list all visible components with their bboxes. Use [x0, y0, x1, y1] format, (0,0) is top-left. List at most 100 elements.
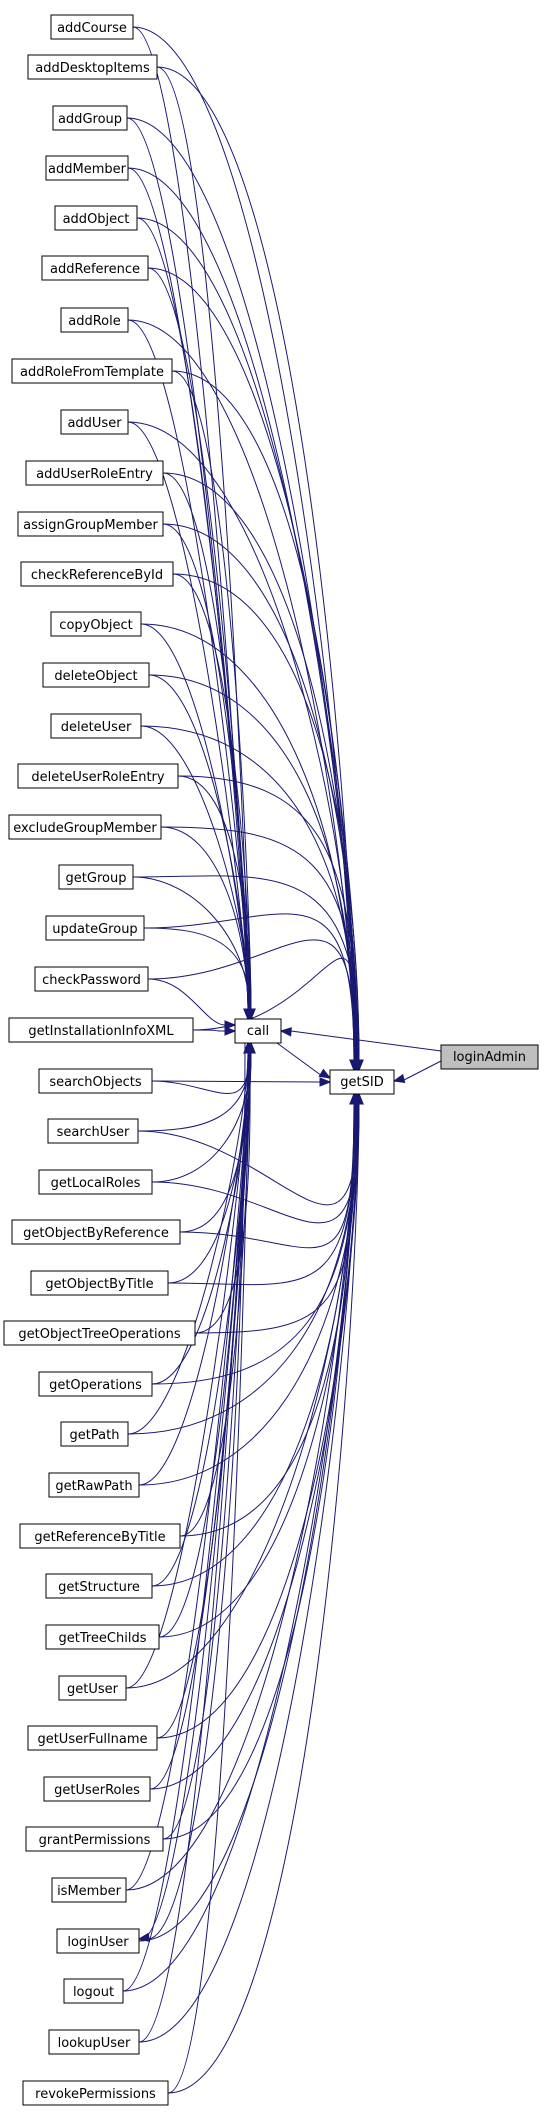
node-searchobjects-label: searchObjects	[49, 1075, 142, 1090]
node-deleteuserroleentry[interactable]: deleteUserRoleEntry	[17, 763, 179, 789]
arrow-revokepermissions-getsid	[354, 1092, 364, 1105]
edge-addmember-getsid	[127, 167, 358, 1061]
node-searchobjects[interactable]: searchObjects	[38, 1068, 153, 1094]
node-getsid-label: getSID	[340, 1075, 383, 1090]
node-adddesktopitems[interactable]: addDesktopItems	[27, 54, 158, 80]
edge-getinstallationinfoxml-getsid	[192, 957, 357, 1061]
edge-checkpassword-call	[147, 978, 226, 1026]
node-getreferencebytitle-label: getReferenceByTitle	[34, 1530, 165, 1545]
node-getrawpath[interactable]: getRawPath	[48, 1472, 140, 1498]
node-addgroup[interactable]: addGroup	[52, 105, 128, 131]
edge-adduser-getsid	[127, 421, 357, 1061]
node-getobjectbyreference-label: getObjectByReference	[23, 1226, 169, 1241]
node-logout[interactable]: logout	[63, 1978, 124, 2004]
node-copyobject[interactable]: copyObject	[50, 611, 142, 637]
edge-adduser-call	[127, 421, 249, 1010]
node-addmember[interactable]: addMember	[45, 155, 129, 181]
edge-getuser-call	[125, 1052, 250, 1689]
node-grantpermissions[interactable]: grantPermissions	[25, 1826, 164, 1852]
node-gettreechilds-label: getTreeChilds	[59, 1631, 147, 1646]
edge-checkreferencebyid-getsid	[172, 573, 360, 1061]
node-revokepermissions[interactable]: revokePermissions	[22, 2080, 169, 2106]
node-addcourse[interactable]: addCourse	[50, 14, 134, 40]
node-getpath-label: getPath	[70, 1428, 120, 1443]
node-getgroup[interactable]: getGroup	[58, 864, 134, 890]
node-adduser[interactable]: addUser	[60, 409, 129, 435]
node-assigngroupmember[interactable]: assignGroupMember	[17, 511, 164, 537]
node-addrole-label: addRole	[68, 314, 120, 329]
edge-call-getsid	[276, 1042, 323, 1077]
edge-excludegroupmember-call	[160, 826, 249, 1010]
node-getuserroles-label: getUserRoles	[54, 1783, 140, 1798]
edge-deleteobject-call	[148, 674, 250, 1010]
edge-ismember-getsid	[125, 1103, 356, 1891]
arrow-revokepermissions-call	[244, 1041, 254, 1054]
node-getuserroles[interactable]: getUserRoles	[43, 1776, 151, 1802]
edge-getrawpath-getsid	[138, 1103, 360, 1486]
node-getstructure[interactable]: getStructure	[45, 1573, 153, 1599]
edge-checkreferencebyid-call	[172, 573, 252, 1010]
node-deleteuser[interactable]: deleteUser	[50, 713, 142, 739]
node-checkpassword[interactable]: checkPassword	[34, 966, 149, 992]
node-adduserroleentry[interactable]: addUserRoleEntry	[25, 460, 164, 486]
edge-searchobjects-call	[151, 1052, 250, 1094]
node-addgroup-label: addGroup	[58, 112, 122, 127]
node-addrole[interactable]: addRole	[60, 307, 129, 333]
node-searchuser-label: searchUser	[57, 1125, 130, 1140]
node-ismember[interactable]: isMember	[51, 1877, 127, 1903]
edge-assigngroupmember-getsid	[162, 523, 359, 1061]
edge-getstructure-call	[151, 1052, 252, 1587]
node-getinstallationinfoxml[interactable]: getInstallationInfoXML	[8, 1017, 194, 1043]
arrow-loginadmin-call	[279, 1027, 292, 1037]
edge-addobject-call	[136, 217, 249, 1010]
node-getinstallationinfoxml-label: getInstallationInfoXML	[28, 1024, 174, 1039]
node-addreference[interactable]: addReference	[41, 255, 149, 281]
arrow-call-getsid	[318, 1068, 332, 1079]
node-call[interactable]: call	[234, 1018, 282, 1044]
node-getstructure-label: getStructure	[58, 1580, 140, 1595]
node-checkreferencebyid[interactable]: checkReferenceById	[20, 561, 174, 587]
node-loginuser-label: loginUser	[67, 1935, 129, 1950]
edge-searchuser-call	[137, 1052, 251, 1132]
node-adduserroleentry-label: addUserRoleEntry	[36, 467, 153, 482]
node-updategroup[interactable]: updateGroup	[45, 915, 145, 941]
node-loginadmin-label: loginAdmin	[453, 1050, 526, 1065]
edge-getobjectbytitle-getsid	[167, 1103, 356, 1286]
node-getreferencebytitle[interactable]: getReferenceByTitle	[19, 1523, 181, 1549]
node-getsid[interactable]: getSID	[329, 1069, 395, 1095]
node-getlocalroles[interactable]: getLocalRoles	[38, 1169, 153, 1195]
edge-getuserfullname-getsid	[156, 1103, 359, 1739]
edges-layer	[122, 26, 442, 2094]
node-searchuser[interactable]: searchUser	[47, 1118, 139, 1144]
node-gettreechilds[interactable]: getTreeChilds	[45, 1624, 160, 1650]
edge-getreferencebytitle-getsid	[179, 1103, 355, 1537]
node-loginadmin[interactable]: loginAdmin	[440, 1044, 539, 1070]
node-getpath[interactable]: getPath	[60, 1421, 129, 1447]
node-addobject[interactable]: addObject	[54, 205, 138, 231]
node-loginuser[interactable]: loginUser	[56, 1928, 140, 1954]
arrow-updategroup-call	[245, 1008, 255, 1021]
edge-adduserroleentry-getsid	[162, 472, 358, 1061]
node-excludegroupmember[interactable]: excludeGroupMember	[8, 814, 162, 840]
node-getoperations[interactable]: getOperations	[38, 1371, 153, 1397]
node-lookupuser[interactable]: lookupUser	[48, 2029, 140, 2055]
node-getobjectbyreference[interactable]: getObjectByReference	[11, 1219, 181, 1245]
node-updategroup-label: updateGroup	[52, 922, 137, 937]
node-getuser[interactable]: getUser	[58, 1675, 127, 1701]
node-deleteobject[interactable]: deleteObject	[42, 662, 150, 688]
arrow-call-loginuser	[137, 1932, 151, 1942]
arrow-loginadmin-getsid	[392, 1073, 406, 1084]
arrow-checkpassword-call	[224, 1020, 237, 1030]
node-getuserfullname[interactable]: getUserFullname	[27, 1725, 158, 1751]
edge-getobjectbyreference-getsid	[179, 1103, 355, 1249]
edge-addreference-getsid	[147, 267, 360, 1061]
node-addrolefromtemplate[interactable]: addRoleFromTemplate	[11, 358, 173, 384]
node-logout-label: logout	[73, 1985, 114, 2000]
edge-call-loginuser	[148, 1042, 246, 1940]
node-getobjecttreeoperations-label: getObjectTreeOperations	[18, 1327, 180, 1342]
node-getobjecttreeoperations[interactable]: getObjectTreeOperations	[3, 1320, 196, 1346]
node-getobjectbytitle[interactable]: getObjectByTitle	[30, 1270, 169, 1296]
node-deleteuser-label: deleteUser	[61, 720, 132, 735]
edge-logout-getsid	[122, 1103, 358, 1992]
node-adddesktopitems-label: addDesktopItems	[35, 61, 150, 76]
